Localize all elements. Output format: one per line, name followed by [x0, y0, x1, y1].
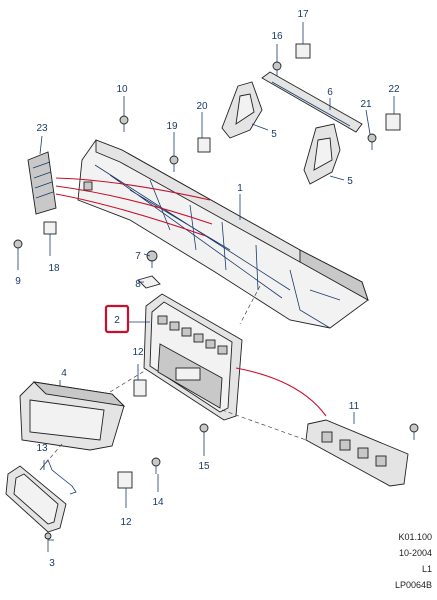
screw-bottom: [44, 532, 52, 552]
callout-9: 9: [15, 276, 21, 287]
callout-12-upper: 12: [132, 347, 144, 358]
callout-15: 15: [198, 461, 210, 472]
callout-1: 1: [237, 183, 243, 194]
top-strip: [261, 71, 363, 133]
screw-9: [13, 239, 23, 258]
callout-12-lower: 12: [120, 517, 132, 528]
tray-bezel: [5, 465, 67, 533]
callout-18: 18: [48, 263, 60, 274]
storage-tray: [19, 381, 126, 451]
dashboard-frame: [77, 139, 369, 329]
highlight-box: [104, 304, 130, 334]
callout-14: 14: [152, 497, 164, 508]
screw-21: [367, 133, 377, 150]
callout-5-upper: 5: [271, 129, 277, 140]
harness-lines: [55, 177, 327, 417]
clip-18: [43, 221, 57, 235]
callout-21: 21: [360, 99, 372, 110]
switch-row: [157, 315, 228, 355]
screw-right: [409, 423, 419, 440]
clip-12-upper: [133, 379, 147, 397]
callout-2: 2: [114, 315, 120, 326]
side-bracket-upper: [221, 81, 263, 139]
callout-17: 17: [297, 9, 309, 20]
screw-14: [151, 457, 161, 474]
callout-23: 23: [36, 123, 48, 134]
reference-level: L1: [422, 564, 432, 574]
clip-12-lower: [117, 471, 133, 489]
screw-15: [199, 423, 209, 440]
screw-7: [146, 250, 158, 268]
callout-7: 7: [135, 251, 141, 262]
callout-19: 19: [166, 121, 178, 132]
callout-4: 4: [61, 368, 67, 379]
clip-17: [295, 43, 311, 59]
clip-22: [385, 113, 401, 131]
clip-8: [137, 275, 161, 289]
callout-6: 6: [327, 87, 333, 98]
reference-date: 10-2004: [399, 548, 432, 558]
callout-16: 16: [271, 31, 283, 42]
reference-code: LP0064B: [395, 580, 432, 590]
side-bracket-lower: [303, 123, 341, 185]
leader-lines: [17, 22, 395, 541]
callout-22: 22: [388, 84, 400, 95]
callout-20: 20: [196, 101, 208, 112]
side-vent: [27, 151, 57, 215]
callout-13: 13: [36, 443, 48, 454]
callout-11: 11: [349, 401, 360, 412]
reference-number: K01.100: [398, 532, 432, 542]
switch-panel: [143, 293, 243, 421]
connector-block: [305, 419, 409, 487]
callout-10: 10: [116, 84, 128, 95]
callout-8: 8: [135, 279, 141, 290]
screw-10: [119, 115, 129, 132]
screw-19: [169, 155, 179, 172]
callout-5-lower: 5: [347, 176, 353, 187]
clip-20: [197, 137, 211, 153]
callout-3: 3: [49, 558, 55, 569]
reference-block: K01.100 10-2004 L1 LP0064B: [395, 532, 432, 590]
